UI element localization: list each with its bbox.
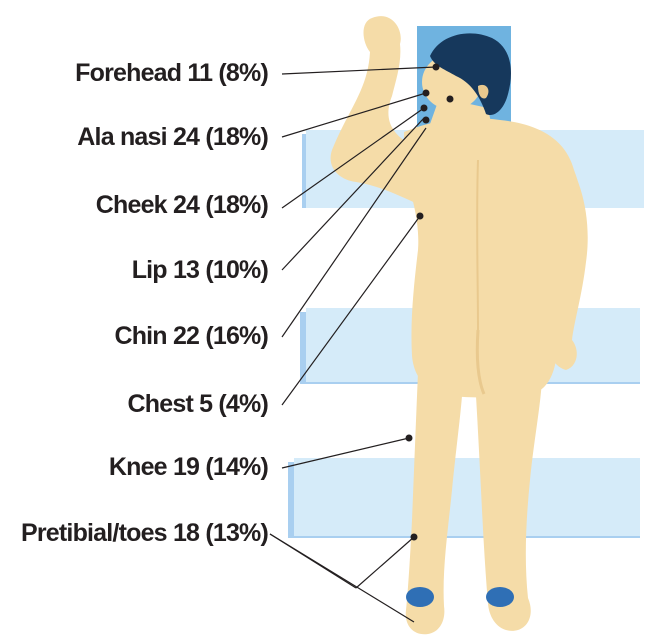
label-chin: Chin 22 (16%)	[114, 321, 268, 351]
site-name: Cheek	[96, 191, 167, 219]
site-name: Chin	[114, 322, 166, 350]
site-percent: (10%)	[205, 256, 268, 284]
label-knee: Knee 19 (14%)	[109, 452, 268, 482]
site-count: 11	[187, 59, 212, 87]
leader-pretibial-c	[270, 534, 414, 622]
dot-chin	[423, 117, 430, 124]
site-count: 5	[199, 390, 212, 418]
dot-lip	[421, 105, 428, 112]
dot-ala-nasi	[423, 90, 430, 97]
site-count: 13	[173, 256, 199, 284]
knee-pad	[294, 458, 640, 536]
label-chest: Chest 5 (4%)	[128, 389, 268, 419]
leader-forehead	[282, 67, 436, 74]
site-name: Forehead	[75, 59, 181, 87]
site-percent: (18%)	[205, 123, 268, 151]
site-count: 22	[173, 322, 199, 350]
site-count: 18	[173, 519, 199, 547]
site-percent: (16%)	[205, 322, 268, 350]
site-percent: (18%)	[205, 191, 268, 219]
site-name: Knee	[109, 453, 167, 481]
site-percent: (14%)	[205, 453, 268, 481]
site-count: 24	[173, 123, 199, 151]
dot-forehead	[433, 64, 440, 71]
site-name: Pretibial/toes	[21, 519, 167, 547]
dot-knee	[406, 435, 413, 442]
left-toe-pad	[406, 587, 434, 607]
site-count: 19	[173, 453, 199, 481]
dot-pretibial	[411, 534, 418, 541]
site-name: Chest	[128, 390, 193, 418]
spine-line	[477, 160, 478, 330]
right-toe-pad	[486, 587, 514, 607]
site-count: 24	[173, 191, 199, 219]
leader-pretibial-b	[356, 537, 414, 588]
label-lip: Lip 13 (10%)	[132, 255, 268, 285]
site-percent: (13%)	[205, 519, 268, 547]
site-percent: (8%)	[218, 59, 268, 87]
label-pretibial-toes: Pretibial/toes 18 (13%)	[21, 518, 268, 548]
label-cheek: Cheek 24 (18%)	[96, 190, 268, 220]
site-percent: (4%)	[218, 390, 268, 418]
dot-chest	[417, 213, 424, 220]
site-name: Lip	[132, 256, 167, 284]
label-ala-nasi: Ala nasi 24 (18%)	[77, 122, 268, 152]
dot-cheek	[447, 96, 454, 103]
site-name: Ala nasi	[77, 123, 166, 151]
label-forehead: Forehead 11 (8%)	[75, 58, 268, 88]
